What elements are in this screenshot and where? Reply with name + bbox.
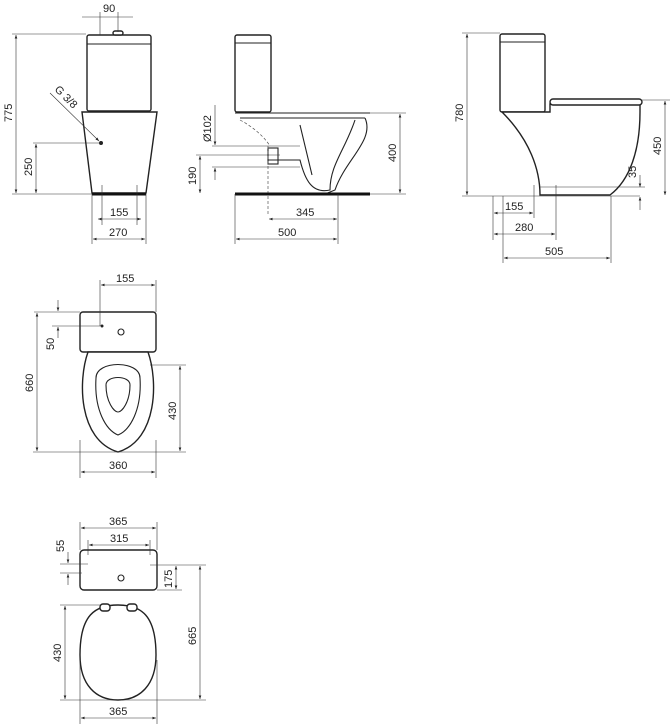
dim-155: 155 [505,201,523,213]
dim-360: 360 [109,460,127,472]
dim-365-bottom: 365 [109,706,127,718]
cistern [86,34,152,112]
dim-250: 250 [23,158,35,176]
top-view-with-seat: 365 315 55 175 665 430 365 [52,516,206,724]
side-view-with-seat: 780 450 35 155 280 505 [454,32,670,263]
dim-775: 775 [3,104,15,122]
dim-90: 90 [103,3,115,15]
dim-400: 400 [387,144,399,162]
dim-665: 665 [187,627,199,645]
top-view: 155 50 660 430 360 [24,273,186,478]
dim-780: 780 [454,104,466,122]
dim-175: 175 [163,570,175,588]
dim-155: 155 [116,273,134,285]
seat [549,98,643,106]
cistern [234,34,272,113]
dim-500: 500 [278,227,296,239]
side-view: Ø102 190 400 345 500 [187,34,406,244]
dim-50: 50 [45,338,57,350]
cistern [499,33,546,113]
dim-660: 660 [24,374,36,392]
pan [81,111,158,194]
dim-430: 430 [167,402,179,420]
dim-55: 55 [55,540,67,552]
dim-35: 35 [627,166,639,178]
dim-315: 315 [110,533,128,545]
dim-155: 155 [110,207,128,219]
front-view: G 3/8 90 775 250 155 270 [3,3,158,244]
dim-430: 430 [52,644,64,662]
cistern [79,549,158,591]
seat-lid [79,604,157,701]
dim-345: 345 [296,207,314,219]
dim-280: 280 [515,222,533,234]
dim-outlet-diameter: Ø102 [202,115,214,142]
dim-190: 190 [187,167,199,185]
dim-270: 270 [109,227,127,239]
dim-505: 505 [545,246,563,258]
bowl [81,351,155,453]
dim-365-top: 365 [109,516,127,528]
dim-450: 450 [652,137,664,155]
inlet-label: G 3/8 [52,84,80,112]
